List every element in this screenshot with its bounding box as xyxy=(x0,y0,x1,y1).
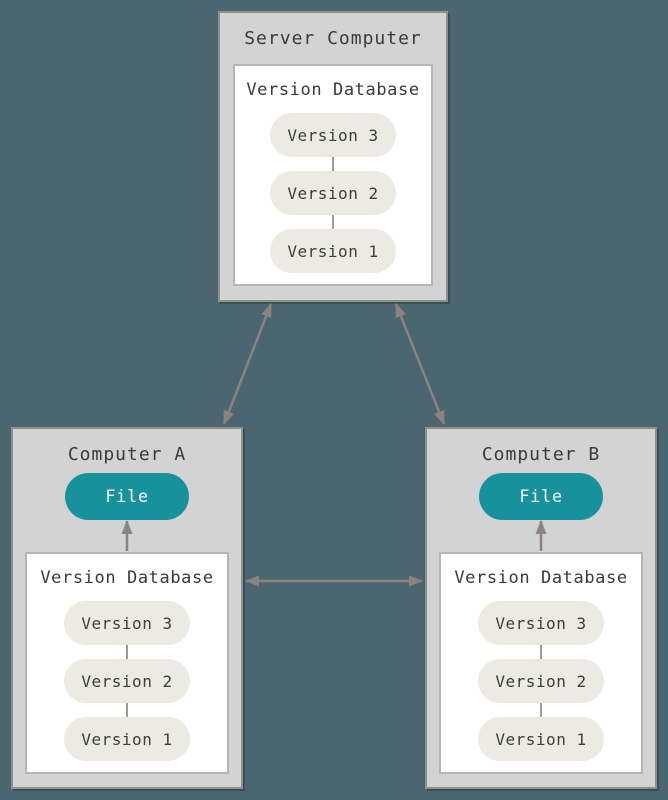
version-pill: Version 2 xyxy=(270,171,396,215)
version-pill: Version 1 xyxy=(478,717,604,761)
arrow-server-computer-a xyxy=(222,303,273,425)
computer-b-box: Computer B File Version Database Version… xyxy=(425,427,657,789)
version-pill: Version 1 xyxy=(270,229,396,273)
arrow-server-computer-b xyxy=(394,303,446,425)
computer-b-title: Computer B xyxy=(481,444,601,465)
version-database-title: Version Database xyxy=(454,568,628,588)
version-connector-line xyxy=(540,703,542,717)
computer-a-box: Computer A File Version Database Version… xyxy=(11,427,243,789)
version-connector-line xyxy=(126,703,128,717)
computer-a-version-database-panel: Version Database Version 3 Version 2 Ver… xyxy=(25,552,229,774)
version-pill: Version 3 xyxy=(270,113,396,157)
version-pill: Version 2 xyxy=(64,659,190,703)
computer-a-title: Computer A xyxy=(67,444,187,465)
version-connector-line xyxy=(332,157,334,171)
version-pill: Version 3 xyxy=(64,601,190,645)
version-connector-line xyxy=(332,215,334,229)
version-connector-line xyxy=(540,645,542,659)
server-computer-box: Server Computer Version Database Version… xyxy=(218,11,448,302)
version-pill: Version 3 xyxy=(478,601,604,645)
server-version-database-panel: Version Database Version 3 Version 2 Ver… xyxy=(233,64,433,286)
version-pill: Version 1 xyxy=(64,717,190,761)
version-connector-line xyxy=(126,645,128,659)
file-pill: File xyxy=(65,473,189,520)
computer-b-version-database-panel: Version Database Version 3 Version 2 Ver… xyxy=(439,552,643,774)
file-pill: File xyxy=(479,473,603,520)
version-database-title: Version Database xyxy=(40,568,214,588)
version-pill: Version 2 xyxy=(478,659,604,703)
version-database-title: Version Database xyxy=(246,80,420,100)
server-computer-title: Server Computer xyxy=(244,28,422,49)
